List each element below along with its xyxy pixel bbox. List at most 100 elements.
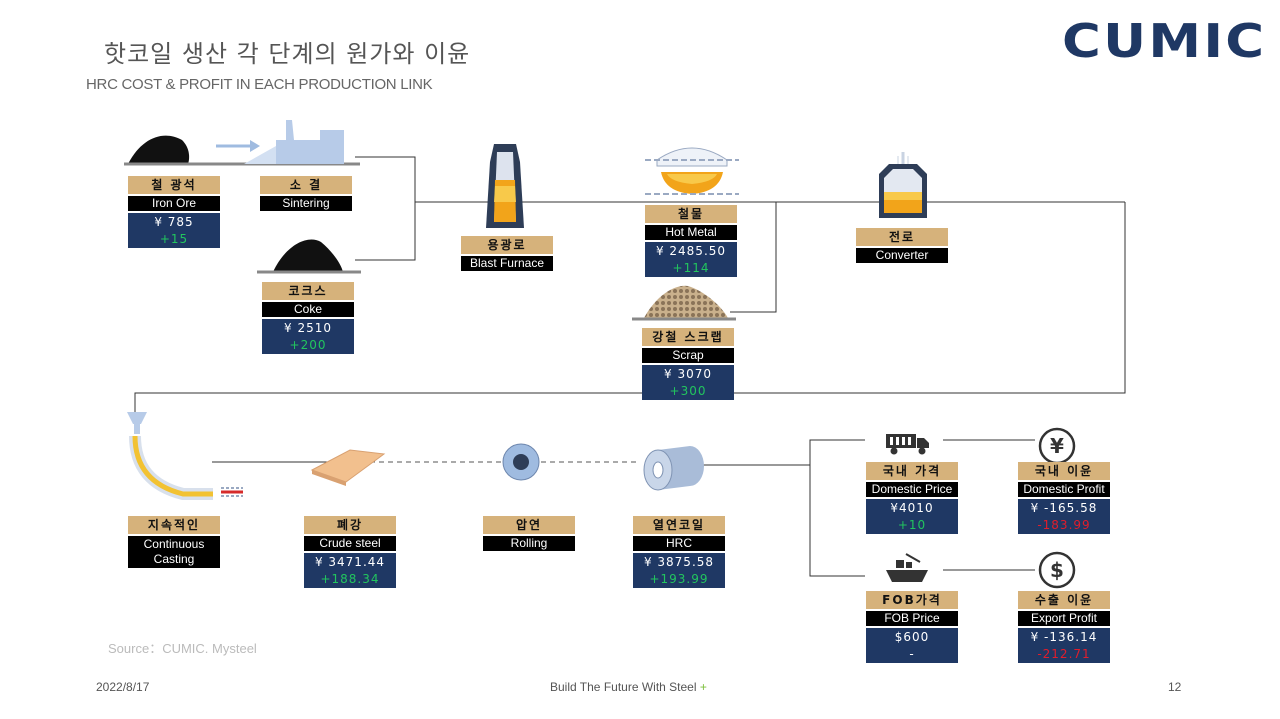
ship-illustration: [886, 553, 928, 582]
hot-metal-delta: +114: [645, 260, 737, 277]
coke-label-en: Coke: [262, 302, 354, 317]
footer-plus-mark: +: [699, 680, 707, 694]
dollar-coin-illustration: $: [1038, 551, 1076, 589]
node-crude-steel: 폐강 Crude steel ¥ 3471.44 +188.34: [304, 516, 396, 588]
iron-ore-price: ¥ 785: [128, 213, 220, 231]
yen-coin-illustration: ¥: [1038, 427, 1076, 465]
sintering-label-en: Sintering: [260, 196, 352, 211]
domestic-price-label-ko: 국내 가격: [866, 462, 958, 480]
continuous-casting-label-en: Continuous Casting: [128, 536, 220, 568]
crude-steel-illustration: [310, 449, 386, 486]
node-hot-metal: 철물 Hot Metal ¥ 2485.50 +114: [645, 205, 737, 277]
footer-tagline: Build The Future With Steel +: [550, 680, 707, 694]
converter-label-ko: 전로: [856, 228, 948, 246]
crude-steel-label-en: Crude steel: [304, 536, 396, 551]
scrap-illustration: [632, 285, 736, 321]
converter-label-en: Converter: [856, 248, 948, 263]
rolling-label-en: Rolling: [483, 536, 575, 551]
node-scrap: 강철 스크랩 Scrap ¥ 3070 +300: [642, 328, 734, 400]
connector-converter-casting: [134, 202, 1126, 413]
node-coke: 코크스 Coke ¥ 2510 +200: [262, 282, 354, 354]
coke-delta: +200: [262, 337, 354, 354]
blast-furnace-label-ko: 용광로: [461, 236, 553, 254]
coke-pile-icon: [273, 239, 343, 272]
connector-market-split: [809, 439, 865, 577]
iron-ore-label-en: Iron Ore: [128, 196, 220, 211]
sintering-plant-icon: [276, 120, 344, 164]
scrap-price: ¥ 3070: [642, 365, 734, 383]
export-profit-value: ¥ -136.14: [1018, 628, 1110, 646]
iron-ore-pile-icon: [128, 135, 190, 164]
fob-price-label-ko: FOB가격: [866, 591, 958, 609]
export-profit-delta: -212.71: [1018, 646, 1110, 663]
node-blast-furnace: 용광로 Blast Furnace: [461, 236, 553, 271]
page-title-korean: 핫코일 생산 각 단계의 원가와 이윤: [104, 40, 471, 68]
iron-ore-label-ko: 철 광석: [128, 176, 220, 194]
node-iron-ore: 철 광석 Iron Ore ¥ 785 +15: [128, 176, 220, 248]
fob-price-label-en: FOB Price: [866, 611, 958, 626]
node-sintering: 소 결 Sintering: [260, 176, 352, 211]
footer-date: 2022/8/17: [96, 680, 150, 694]
crude-steel-delta: +188.34: [304, 571, 396, 588]
hrc-label-en: HRC: [633, 536, 725, 551]
fob-price-value: $600: [866, 628, 958, 646]
coke-label-ko: 코크스: [262, 282, 354, 300]
converter-illustration: [879, 152, 927, 218]
domestic-price-value: ¥4010: [866, 499, 958, 517]
hot-metal-price: ¥ 2485.50: [645, 242, 737, 260]
node-export-profit: 수출 이윤 Export Profit ¥ -136.14 -212.71: [1018, 591, 1110, 663]
crude-steel-price: ¥ 3471.44: [304, 553, 396, 571]
hot-metal-label-ko: 철물: [645, 205, 737, 223]
hot-metal-label-en: Hot Metal: [645, 225, 737, 240]
iron-ore-delta: +15: [128, 231, 220, 248]
domestic-profit-value: ¥ -165.58: [1018, 499, 1110, 517]
domestic-profit-delta: -183.99: [1018, 517, 1110, 534]
coke-illustration: [257, 239, 361, 274]
node-domestic-price: 국내 가격 Domestic Price ¥4010 +10: [866, 462, 958, 534]
iron-ore-sintering-illustration: [124, 120, 360, 166]
connector-scrap: [730, 202, 777, 313]
hrc-label-ko: 열연코일: [633, 516, 725, 534]
casting-strand-icon: [129, 435, 213, 500]
cargo-ship-icon: [886, 570, 928, 582]
node-rolling: 압연 Rolling: [483, 516, 575, 551]
connector-sinter-coke: [355, 156, 416, 261]
blast-furnace-label-en: Blast Furnace: [461, 256, 553, 271]
export-profit-label-en: Export Profit: [1018, 611, 1110, 626]
scrap-delta: +300: [642, 383, 734, 400]
footer-tagline-text: Build The Future With Steel: [550, 680, 697, 694]
node-domestic-profit: 국내 이윤 Domestic Profit ¥ -165.58 -183.99: [1018, 462, 1110, 534]
domestic-profit-label-en: Domestic Profit: [1018, 482, 1110, 497]
source-note: Source：CUMIC. Mysteel: [108, 641, 257, 656]
page-title-english: HRC COST & PROFIT IN EACH PRODUCTION LIN…: [86, 76, 433, 93]
continuous-casting-label-ko: 지속적인: [128, 516, 220, 534]
cumic-logo: CUMIC: [1062, 14, 1267, 68]
hrc-delta: +193.99: [633, 571, 725, 588]
hrc-illustration: [643, 446, 704, 491]
export-profit-label-ko: 수출 이윤: [1018, 591, 1110, 609]
crude-steel-label-ko: 폐강: [304, 516, 396, 534]
node-fob-price: FOB가격 FOB Price $600 -: [866, 591, 958, 663]
scrap-label-en: Scrap: [642, 348, 734, 363]
fob-price-delta: -: [866, 646, 958, 663]
hot-metal-illustration: [645, 147, 739, 195]
dollar-symbol: $: [1050, 558, 1064, 582]
domestic-price-delta: +10: [866, 517, 958, 534]
truck-illustration: [886, 434, 929, 455]
node-continuous-casting: 지속적인 Continuous Casting: [128, 516, 220, 568]
scrap-label-ko: 강철 스크랩: [642, 328, 734, 346]
domestic-price-label-en: Domestic Price: [866, 482, 958, 497]
sintering-label-ko: 소 결: [260, 176, 352, 194]
page-number: 12: [1168, 680, 1182, 694]
scrap-pile-icon: [644, 285, 728, 318]
domestic-profit-label-ko: 국내 이윤: [1018, 462, 1110, 480]
continuous-casting-illustration: [127, 412, 243, 500]
dollar-coin-icon: [1038, 551, 1076, 589]
node-hrc: 열연코일 HRC ¥ 3875.58 +193.99: [633, 516, 725, 588]
tundish-icon: [127, 412, 147, 424]
node-converter: 전로 Converter: [856, 228, 948, 263]
hrc-price: ¥ 3875.58: [633, 553, 725, 571]
blast-furnace-illustration: [486, 144, 524, 228]
rolling-illustration: [502, 443, 540, 481]
